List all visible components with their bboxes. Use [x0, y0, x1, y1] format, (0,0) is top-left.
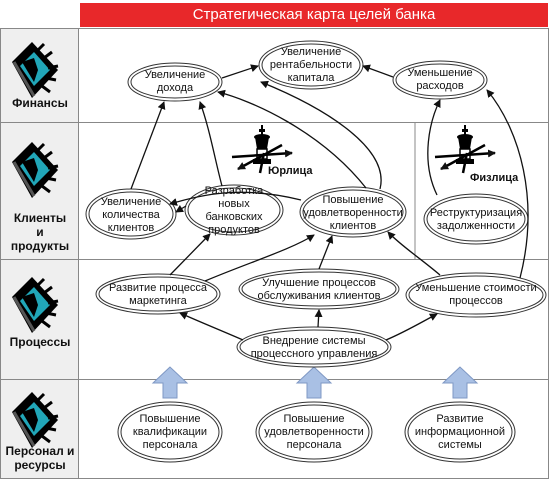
up-block-arrow-icon [151, 366, 189, 399]
node-client-count: Увеличение количества клиентов [100, 195, 162, 234]
connector-arrow [169, 191, 302, 206]
connector-arrow [362, 64, 394, 78]
node-process-costs: Уменьшение стоимости процессов [415, 282, 537, 307]
eye-icon [10, 390, 60, 450]
connector-arrow [130, 101, 166, 190]
map-title: Стратегическая карта целей банка [80, 3, 548, 27]
node-info-system: Развитие информационной системы [414, 412, 506, 451]
segment-label-legal: Юрлица [268, 165, 313, 177]
eye-icon [10, 275, 60, 335]
king-icon [435, 125, 495, 173]
lane-label-personnel: Персонал и ресурсы [5, 444, 75, 472]
node-ellipse [130, 65, 220, 99]
node-ellipse [395, 63, 485, 97]
eye-icon [10, 140, 60, 200]
node-ellipse [120, 404, 220, 460]
node-ellipse [302, 189, 404, 235]
connector-arrow [221, 64, 259, 79]
node-ellipse [88, 191, 174, 237]
node-ellipse [426, 196, 526, 242]
segment-label-individual: Физлица [470, 172, 519, 184]
connector-arrow [179, 312, 244, 341]
node-staff-satisfaction: Повышение удовлетворенности персонала [264, 412, 364, 451]
node-profitability: Увеличение рентабельности капитала [269, 45, 353, 84]
lane-label-processes: Процессы [9, 335, 71, 349]
connector-arrow [260, 80, 382, 190]
lane-divider [1, 379, 548, 380]
node-ellipse [408, 275, 544, 315]
node-ellipse [258, 404, 370, 460]
node-ellipse [261, 43, 361, 87]
node-new-products: Разработка новых банковских продуктов [204, 185, 264, 236]
node-process-mgmt: Внедрение системы процессного управления [250, 335, 378, 360]
lane-label-finance: Финансы [12, 96, 68, 110]
eye-icon [10, 40, 60, 100]
node-ellipse [187, 187, 281, 233]
node-cost-reduction: Уменьшение расходов [407, 67, 473, 92]
node-satisfaction: Повышение удовлетворенности клиентов [303, 193, 403, 232]
connector-arrow [486, 89, 529, 279]
connector-arrow [314, 309, 323, 328]
connector-arrow [385, 313, 438, 341]
node-marketing: Развитие процесса маркетинга [109, 282, 207, 307]
node-ellipse [239, 329, 389, 365]
connector-arrow [427, 99, 441, 196]
lane-divider [1, 259, 548, 260]
connector-arrow [204, 234, 315, 282]
connector-arrow [387, 231, 441, 276]
node-ellipse [241, 271, 397, 307]
connector-arrow [198, 101, 223, 187]
node-ellipse [98, 276, 218, 312]
connector-arrow [175, 204, 187, 213]
connector-arrow [169, 233, 211, 276]
node-service-process: Улучшение процессов обслуживания клиенто… [257, 277, 381, 302]
node-ellipse [407, 404, 513, 460]
connector-arrow [318, 235, 334, 270]
lane-label-clients: Клиенты и продукты [10, 211, 70, 253]
up-block-arrow-icon [295, 366, 333, 399]
connector-arrow [217, 89, 367, 189]
up-block-arrow-icon [441, 366, 479, 399]
lane-divider [1, 122, 548, 123]
node-staff-qualification: Повышение квалификации персонала [132, 412, 208, 451]
strategy-map-frame [0, 28, 549, 479]
lane-clients: Клиенты и продукты [1, 123, 79, 259]
node-revenue-growth: Увеличение дохода [144, 69, 206, 94]
lane-finance: Финансы [1, 29, 79, 122]
node-debt-restructuring: Реструктуризация задолженности [429, 207, 523, 232]
